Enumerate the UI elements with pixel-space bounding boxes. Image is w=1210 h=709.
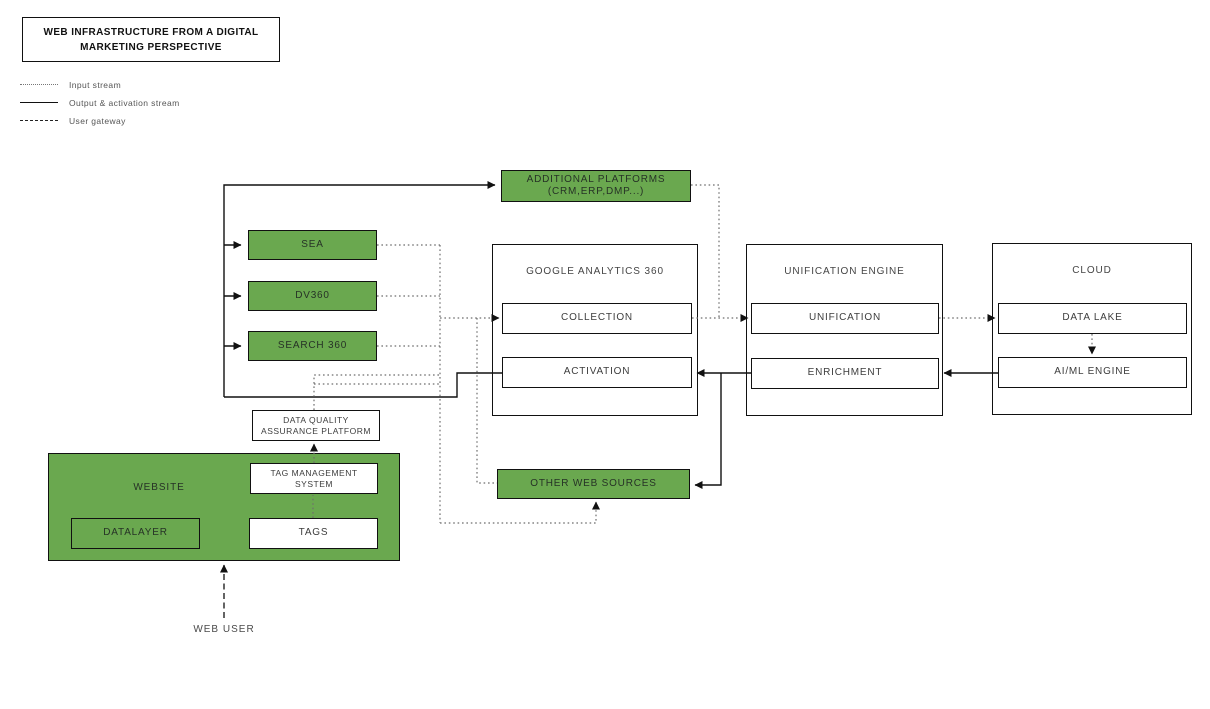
node-label: SYSTEM [295,478,333,489]
node-other-web-sources: OTHER WEB SOURCES [497,469,690,499]
node-dv360: DV360 [248,281,377,311]
node-label: DATA LAKE [1062,312,1123,324]
node-label: ENRICHMENT [807,367,883,379]
node-tag-management-system: TAG MANAGEMENT SYSTEM [250,463,378,494]
node-aiml-engine: AI/ML ENGINE [998,357,1187,388]
node-data-quality-assurance-platform: DATA QUALITY ASSURANCE PLATFORM [252,410,380,441]
node-label: ADDITIONAL PLATFORMS [526,173,666,185]
legend-item-output-stream: Output & activation stream [20,95,180,110]
diagram-title-text: WEB INFRASTRUCTURE FROM A DIGITAL MARKET… [43,26,259,53]
node-label: SEA [301,238,324,250]
legend-label: Input stream [69,79,122,90]
node-enrichment: ENRICHMENT [751,358,939,389]
edge-dqap-to-bus-upper [313,374,440,410]
node-label: TAGS [298,527,329,539]
node-label: DATA QUALITY [283,414,349,425]
node-label: (CRM,ERP,DMP...) [547,186,645,197]
dashed-line-swatch [20,120,58,121]
node-label: DATALAYER [103,527,168,539]
legend-label: Output & activation stream [69,97,180,108]
edge-bus-to-other-web-sources [440,501,600,524]
node-label: AI/ML ENGINE [1054,366,1131,378]
node-label: DV360 [295,289,330,301]
edge-activation-output-bus [224,372,502,398]
node-additional-platforms: ADDITIONAL PLATFORMS (CRM,ERP,DMP...) [501,170,691,202]
node-unification: UNIFICATION [751,303,939,334]
node-datalayer: DATALAYER [71,518,200,549]
container-title: WEBSITE [133,482,185,493]
edge-enrichment-to-other-web-sources [694,373,722,489]
node-label: TAG MANAGEMENT [270,467,358,478]
dotted-line-swatch [20,84,58,85]
node-collection: COLLECTION [502,303,692,334]
legend: Input stream Output & activation stream … [20,77,180,131]
container-title: UNIFICATION ENGINE [784,266,905,277]
node-label: ACTIVATION [563,366,631,378]
node-sea: SEA [248,230,377,260]
node-label: COLLECTION [561,312,633,324]
legend-item-user-gateway: User gateway [20,113,180,128]
container-title: CLOUD [1072,265,1112,276]
node-label: OTHER WEB SOURCES [530,477,657,489]
legend-label: User gateway [69,115,126,126]
node-tags: TAGS [249,518,378,549]
diagram-title: WEB INFRASTRUCTURE FROM A DIGITAL MARKET… [22,17,280,62]
node-label: SEARCH 360 [277,339,348,351]
node-label: ASSURANCE PLATFORM [261,425,371,436]
node-data-lake: DATA LAKE [998,303,1187,334]
node-activation: ACTIVATION [502,357,692,388]
node-search360: SEARCH 360 [248,331,377,361]
container-title: GOOGLE ANALYTICS 360 [526,266,664,277]
solid-line-swatch [20,102,58,103]
web-user-label: WEB USER [193,624,255,635]
node-label: UNIFICATION [809,312,881,324]
legend-item-input-stream: Input stream [20,77,180,92]
